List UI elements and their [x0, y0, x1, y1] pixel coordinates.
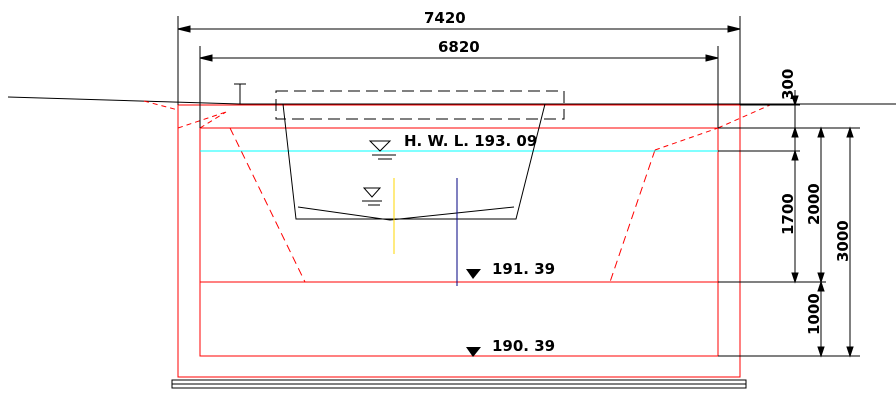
dimension-lines-horizontal — [177, 16, 741, 128]
overall-width-dimension: 7420 — [424, 9, 466, 27]
level-marker-bottom — [466, 347, 481, 357]
water-depth-dimension: 1700 — [779, 193, 797, 235]
channel-water-symbol — [362, 187, 382, 206]
base-footing — [171, 379, 747, 389]
structure-outline — [143, 100, 771, 378]
base-depth-dimension: 1000 — [805, 293, 823, 335]
dimension-lines-vertical — [718, 90, 860, 358]
total-height-dimension: 3000 — [834, 220, 852, 262]
ground-line — [7, 96, 896, 105]
hwl-label: H. W. L. 193. 09 — [404, 132, 537, 150]
mid-level-label: 191. 39 — [492, 260, 555, 278]
inner-height-dimension: 2000 — [805, 183, 823, 225]
bottom-level-label: 190. 39 — [492, 337, 555, 355]
hwl-water-symbol — [368, 140, 396, 160]
freeboard-dimension: 300 — [779, 69, 797, 100]
level-marker-mid — [466, 269, 481, 279]
existing-channel — [234, 83, 565, 221]
inner-width-dimension: 6820 — [438, 38, 480, 56]
